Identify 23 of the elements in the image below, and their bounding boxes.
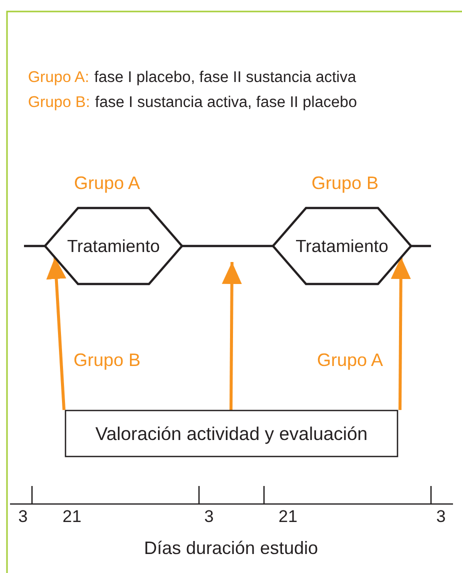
legend-key: Grupo B:: [28, 95, 90, 110]
box-label: Valoración actividad y evaluación: [95, 422, 368, 444]
timeline-line: [24, 244, 45, 248]
phase-label: Tratamiento: [67, 236, 160, 256]
timeline-line: [182, 244, 273, 248]
tick-label: 3: [204, 508, 214, 525]
tick-label: 3: [18, 508, 28, 525]
group-label: Grupo A: [74, 174, 140, 192]
group-label: Grupo B: [311, 174, 379, 192]
edge-label: Grupo B: [73, 351, 141, 369]
legend-text: fase I sustancia activa, fase II placebo: [95, 95, 357, 110]
phase-label: Tratamiento: [296, 236, 388, 256]
arrow: [390, 257, 411, 410]
arrow: [222, 262, 242, 410]
arrow: [46, 256, 66, 410]
legend-key: Grupo A:: [28, 70, 90, 86]
axis-title: Días duración estudio: [144, 539, 318, 557]
tick-label: 21: [62, 508, 82, 525]
edge-label: Grupo A: [316, 351, 384, 369]
tick-label: 3: [436, 508, 446, 525]
tick-label: 21: [278, 508, 298, 525]
legend-text: fase I placebo, fase II sustancia activa: [94, 70, 356, 86]
timeline-line: [411, 244, 431, 248]
